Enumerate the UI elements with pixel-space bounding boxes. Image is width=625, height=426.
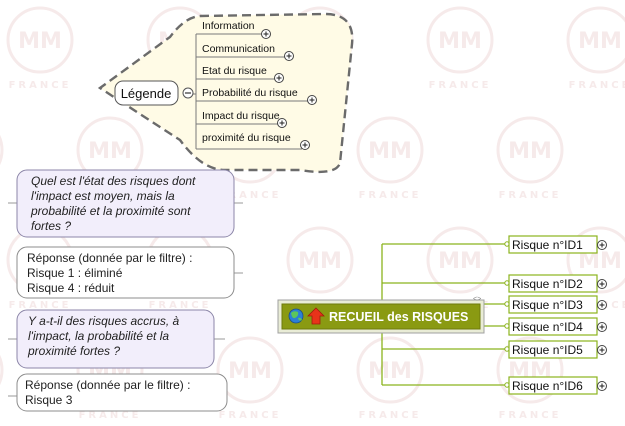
watermark-text: FRANCE [149,300,212,311]
legend-connectors [186,33,309,150]
watermark-ring [286,226,354,294]
legend-title: Légende [121,86,172,101]
watermark-monogram: MM [298,249,342,274]
watermark-ring [0,135,4,165]
expand-icon[interactable] [597,300,607,310]
central-topic-title: RECUEIL des RISQUES [329,310,468,324]
watermark-text: FRANCE [0,190,1,201]
note-line: Y a-t-il des risques accrus, à [28,314,179,328]
watermark-ring [496,336,564,404]
note-question-2[interactable]: Y a-t-il des risques accrus, à l'impact,… [8,309,225,369]
expand-icon[interactable] [597,381,607,391]
legend-item-proximite[interactable]: proximité du risque [202,132,291,144]
note-line: Réponse (donnée par le filtre) : [25,378,190,392]
risk-label: Risque n°ID5 [512,343,583,357]
expand-icon[interactable] [597,345,607,355]
watermark-ring [6,6,74,74]
watermark-ring [356,336,424,404]
watermark-text: FRANCE [429,80,492,91]
risk-label: Risque n°ID4 [512,320,583,334]
risk-node[interactable]: Risque n°ID4 [504,317,607,336]
expand-icon[interactable] [597,240,607,250]
watermark-ring [216,336,284,404]
watermark-text: FRANCE [499,410,562,421]
svg-text:Réponse (donnée par le filtre): Réponse (donnée par le filtre) : Risque … [27,251,196,295]
watermark-ring [0,355,4,385]
watermark-monogram: MM [228,359,272,384]
note-line: l'impact, la probabilité et la [28,329,169,343]
note-answer-1[interactable]: Réponse (donnée par le filtre) : Risque … [16,246,243,299]
legend-title-box[interactable] [114,80,179,106]
expand-icon[interactable] [597,322,607,332]
watermark-text: FRANCE [79,410,142,421]
resize-icon[interactable]: <> [473,296,481,303]
legend-item-information[interactable]: Information [202,20,255,32]
expand-icon[interactable] [284,51,294,61]
risk-label: Risque n°ID6 [512,379,583,393]
watermark-text: FRANCE [499,190,562,201]
expand-icon[interactable] [597,279,607,289]
risk-label: Risque n°ID2 [512,277,583,291]
svg-text:Quel est l'état des risques do: Quel est l'état des risques dont l'impac… [30,174,199,233]
legend-item-impact[interactable]: Impact du risque [202,110,280,122]
priority-arrow-up-icon [307,307,325,325]
note-line: Risque 4 : réduit [27,281,115,295]
watermark-monogram: MM [88,139,132,164]
watermark-monogram: MM [438,29,482,54]
watermark-text: FRANCE [359,410,422,421]
watermark-monogram: MM [438,249,482,274]
watermark-ring [426,226,494,294]
watermark-ring [566,226,625,294]
watermark-text: FRANCE [219,410,282,421]
globe-icon [288,308,304,324]
expand-icon[interactable] [277,118,287,128]
watermark-text: FRANCE [0,410,1,421]
watermark-text: FRANCE [359,190,422,201]
note-line: proximité fortes ? [27,344,120,358]
expand-icon[interactable] [300,140,310,150]
watermark-monogram: MM [578,29,622,54]
risk-label: Risque n°ID3 [512,298,583,312]
risk-node[interactable]: Risque n°ID1 [504,235,607,254]
note-line: l'impact est moyen, mais la [31,189,175,203]
legend-group: Légende Information Communication Etat d… [97,12,354,174]
watermark-ring [496,116,564,184]
svg-text:Réponse (donnée par le filtre): Réponse (donnée par le filtre) : Risque … [25,378,194,407]
legend-item-communication[interactable]: Communication [202,43,275,55]
watermark-text: FRANCE [9,80,72,91]
note-line: Quel est l'état des risques dont [31,174,196,188]
watermark-text: FRANCE [569,80,625,91]
note-line: Risque 3 [25,393,73,407]
note-question-1[interactable]: Quel est l'état des risques dont l'impac… [8,169,243,238]
risk-node[interactable]: Risque n°ID3 [504,295,607,314]
collapse-icon[interactable] [182,87,194,99]
watermark-ring [426,6,494,74]
watermark-monogram: MM [508,139,552,164]
watermark-text: FRANCE [219,190,282,201]
legend-item-etat[interactable]: Etat du risque [202,65,267,77]
note-line: Risque 1 : éliminé [27,266,123,280]
watermark-ring [566,6,625,74]
watermark-monogram: MM [18,29,62,54]
watermark-ring [356,116,424,184]
expand-icon[interactable] [307,95,317,105]
risk-node[interactable]: Risque n°ID5 [504,340,607,359]
note-line: fortes ? [31,219,71,233]
note-line: Réponse (donnée par le filtre) : [27,251,192,265]
watermark-text: FRANCE [9,300,72,311]
expand-icon[interactable] [274,73,284,83]
svg-text:Y a-t-il des risques accrus, à: Y a-t-il des risques accrus, à l'impact,… [27,314,183,358]
watermark-monogram: MM [368,359,412,384]
expand-icon[interactable] [261,29,271,39]
watermark-monogram: MM [368,139,412,164]
risk-node[interactable]: Risque n°ID2 [504,274,607,293]
note-answer-2[interactable]: Réponse (donnée par le filtre) : Risque … [8,373,228,412]
risk-node[interactable]: Risque n°ID6 [504,376,607,395]
central-topic[interactable]: <> RECUEIL des RISQUES [277,296,485,334]
risk-label: Risque n°ID1 [512,238,583,252]
legend-item-probabilite[interactable]: Probabilité du risque [202,87,298,99]
note-line: probabilité et la proximité sont [30,204,191,218]
